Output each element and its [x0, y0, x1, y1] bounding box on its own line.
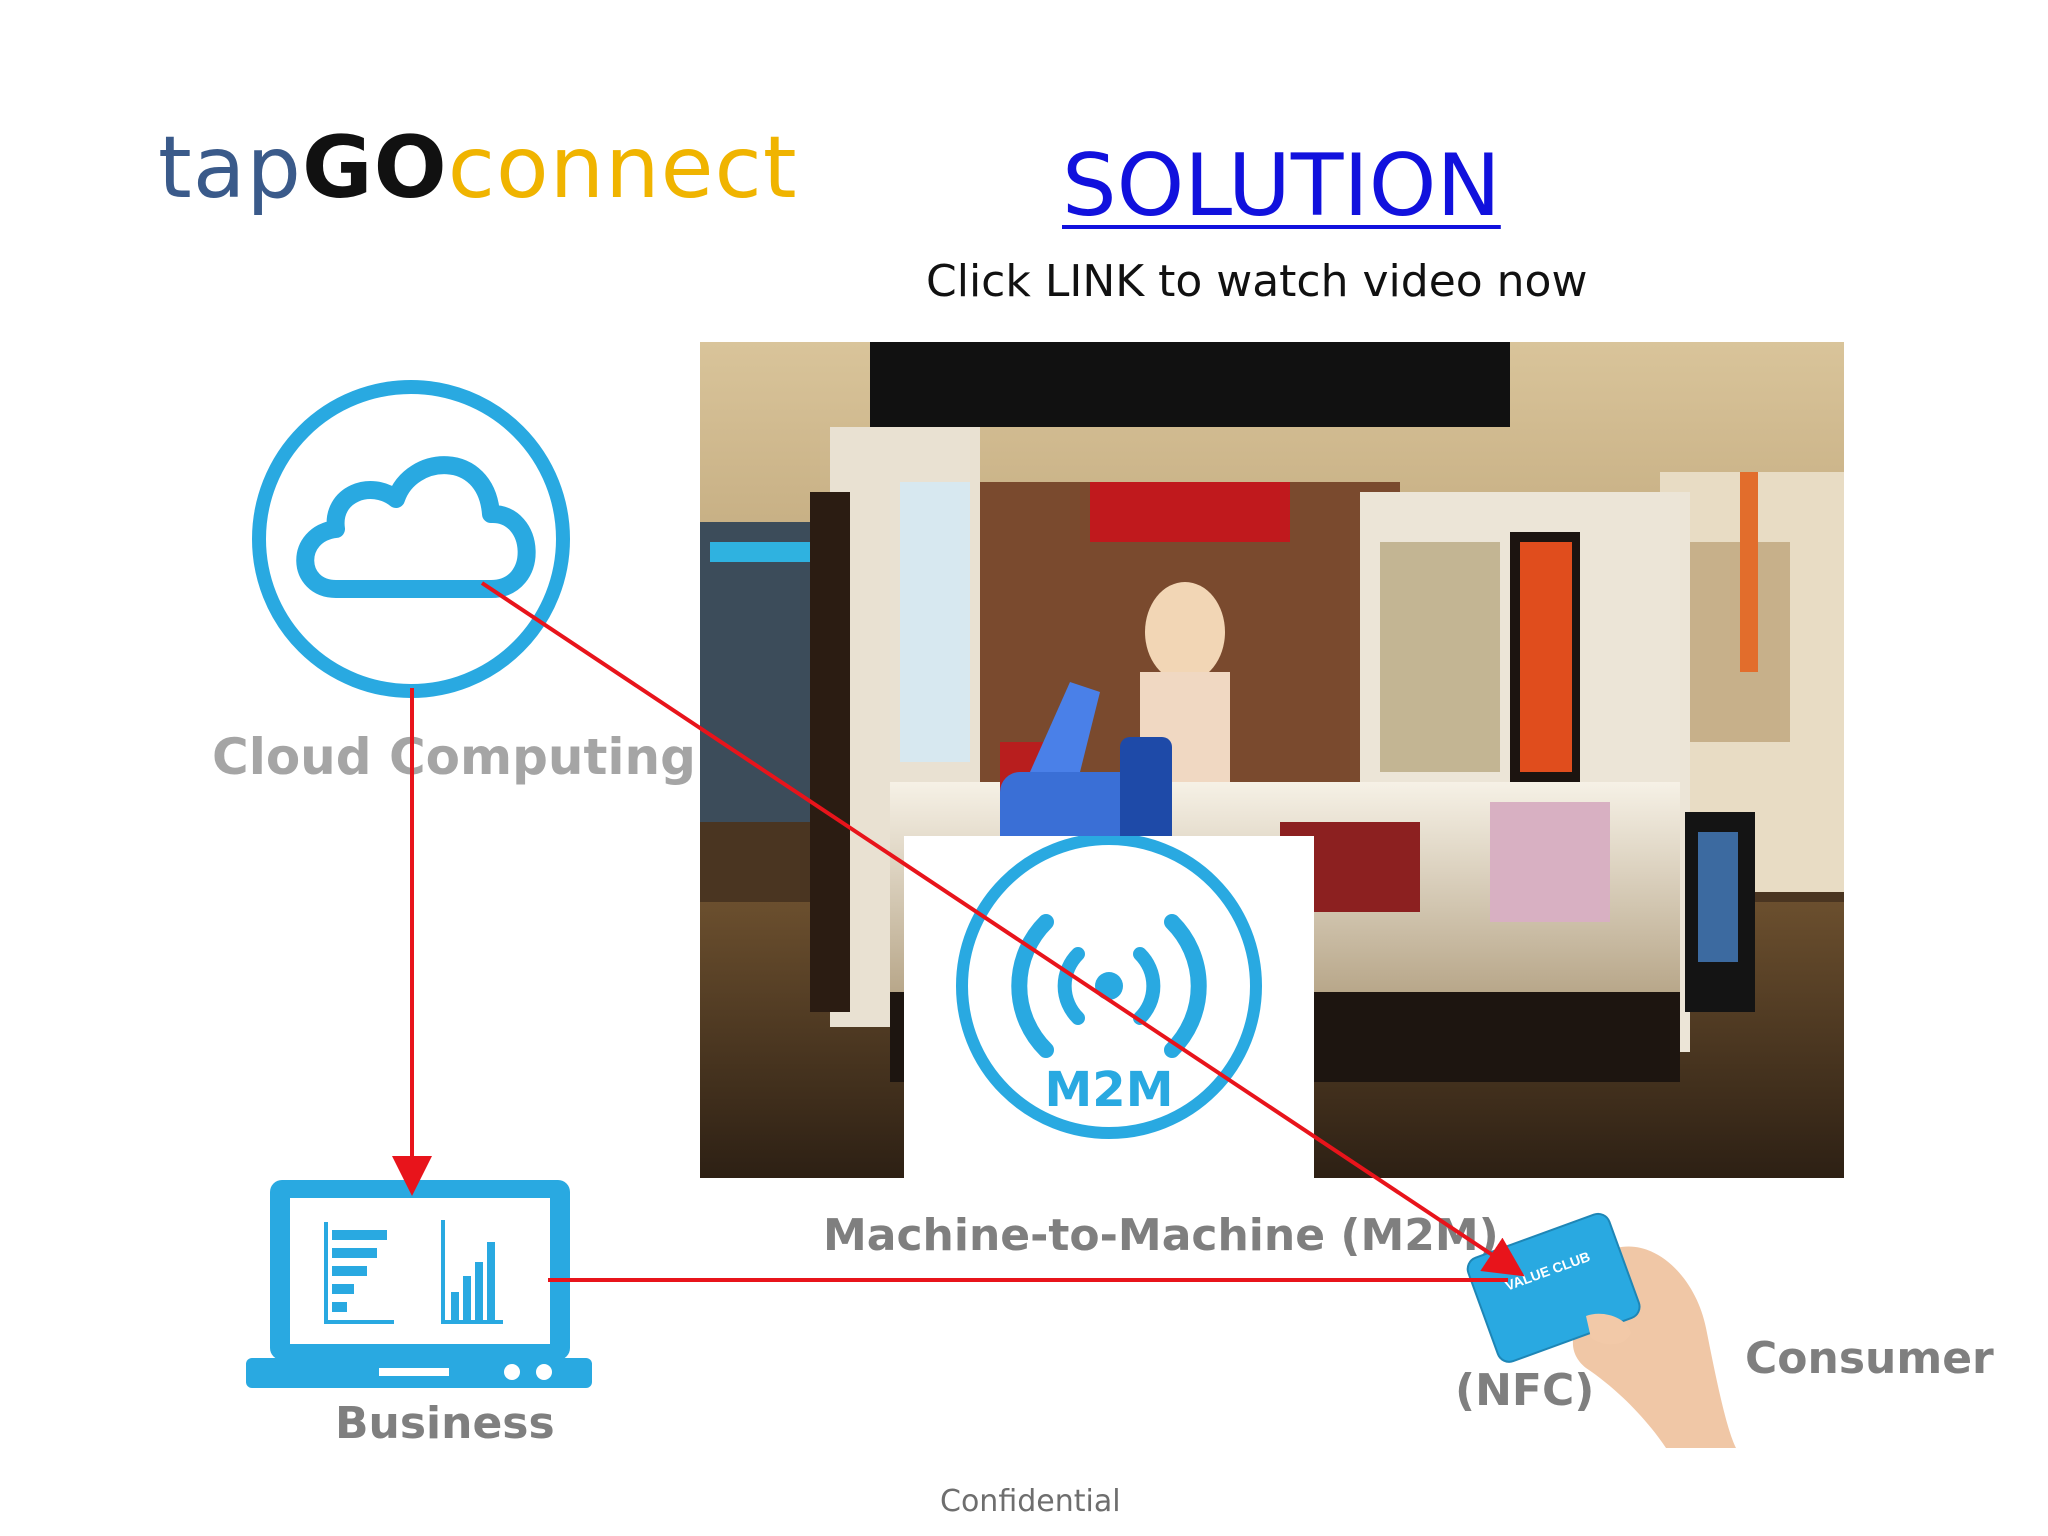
consumer-label: Consumer — [1745, 1333, 1994, 1384]
business-label: Business — [335, 1398, 555, 1449]
subtitle: Click LINK to watch video now — [926, 256, 1588, 307]
logo-part-tap: tap — [158, 118, 303, 218]
logo-part-connect: connect — [447, 118, 798, 218]
cloud-computing-label: Cloud Computing — [212, 728, 696, 786]
tapgoconnect-logo: tapGOconnect — [158, 118, 798, 218]
solution-link[interactable]: SOLUTION — [1062, 136, 1501, 236]
m2m-icon-text: M2M — [1045, 1062, 1174, 1118]
arrow-cloud-to-nfc — [480, 581, 1525, 1277]
confidential-footer: Confidential — [940, 1484, 1121, 1519]
business-laptop-icon — [244, 1172, 594, 1392]
logo-part-go: GO — [302, 118, 448, 218]
m2m-connection-label: Machine-to-Machine (M2M) — [823, 1210, 1499, 1261]
nfc-label: (NFC) — [1455, 1365, 1595, 1416]
m2m-panel: M2M — [904, 836, 1314, 1178]
m2m-icon — [956, 836, 1262, 1139]
hand-nfc-card-image: VALUE CLUB — [1466, 1198, 1746, 1448]
